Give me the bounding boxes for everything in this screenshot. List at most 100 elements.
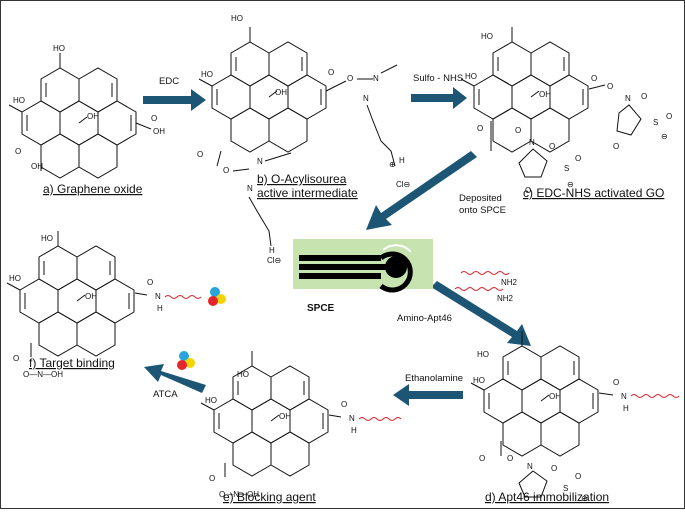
atom-label: N <box>155 292 161 301</box>
atom-label: O <box>479 454 485 463</box>
caption-target-binding: f) Target binding <box>29 356 115 370</box>
atom-label: Cl⊖ <box>267 256 281 265</box>
caption-o-acylisourea-line1: b) O-Acylisourea <box>257 172 347 186</box>
atom-label: O <box>551 464 557 473</box>
atom-label: O <box>666 112 672 121</box>
atom-label: Cl⊖ <box>396 180 410 189</box>
atom-label: ⊖ <box>581 494 588 503</box>
atom-label: O <box>641 92 647 101</box>
caption-blocking-agent: e) Blocking agent <box>223 490 316 504</box>
atom-label: O <box>151 114 157 123</box>
atom-label: N <box>257 157 263 166</box>
caption-edc-nhs-go: c) EDC-NHS activated GO <box>523 186 664 200</box>
atom-label: O <box>15 147 21 156</box>
atom-label: OH <box>153 127 165 136</box>
atom-label: HO <box>237 370 249 379</box>
reagent-deposited-line2: onto SPCE <box>459 205 506 216</box>
atom-label: HO <box>201 70 213 79</box>
molecule-edc-nhs-go: HO HO OH O O N O O S O ⊖ O O N O O S O ⊖… <box>460 26 672 200</box>
atom-label: OH <box>539 90 551 99</box>
atom-label: N <box>621 392 627 401</box>
atom-label: O <box>613 142 619 151</box>
atom-label: OH <box>31 162 43 171</box>
reagent-edc: EDC <box>159 76 179 87</box>
atom-label: ⊖ <box>661 132 668 141</box>
atom-label: O <box>209 474 215 483</box>
molecule-apt46-immobilized: HO HO OH O N H O O N O S O ⊖ d) Apt46 im… <box>470 330 680 504</box>
atom-label: ⊕ <box>389 160 396 169</box>
spce-label: SPCE <box>307 303 335 314</box>
arrow-edc: EDC <box>143 76 206 111</box>
atom-label: O <box>607 82 613 91</box>
reagent-ethanolamine: Ethanolamine <box>405 373 463 384</box>
caption-o-acylisourea-line2: active intermediate <box>257 186 358 200</box>
atom-label: S <box>653 118 658 127</box>
atom-label: O <box>613 378 619 387</box>
nh2-label: NH2 <box>501 278 518 287</box>
atom-label: HO <box>9 274 21 283</box>
atom-label: H <box>399 156 405 165</box>
atom-label: HO <box>13 96 25 105</box>
atom-label: N <box>363 94 369 103</box>
atom-label: OH <box>85 292 97 301</box>
atom-label: H <box>351 426 357 435</box>
atom-label: O—N—OH <box>23 370 63 379</box>
reagent-sulfo-nhs: Sulfo - NHS <box>413 73 463 84</box>
arrow-ethanolamine: Ethanolamine <box>393 373 463 406</box>
molecule-o-acylisourea: HO HO OH O O N N ⊕ H Cl⊖ O O N N H Cl⊖ b… <box>197 14 410 265</box>
atom-label: O <box>341 400 347 409</box>
atom-label: HO <box>465 72 477 81</box>
molecule-graphene-oxide: HO HO OH O OH O OH a) Graphene oxide <box>8 44 165 196</box>
atom-label: ⊖ <box>567 180 574 189</box>
molecule-blocking-agent: HO HO OH O N H O O—N—OH e) Blocking agen… <box>200 350 402 504</box>
atom-label: O <box>515 126 521 135</box>
atom-label: HO <box>231 14 243 23</box>
spce-electrode: SPCE <box>293 239 433 314</box>
atom-label: OH <box>87 112 99 121</box>
atom-label: H <box>157 304 163 313</box>
atom-label: OH <box>275 88 287 97</box>
arrow-amino-apt46: Amino-Apt46 <box>397 281 531 346</box>
atom-label: O <box>13 354 19 363</box>
atom-label: O <box>575 154 581 163</box>
atom-label: N <box>625 94 631 103</box>
atom-label: N <box>247 184 253 193</box>
atom-label: N <box>527 462 533 471</box>
atom-label: H <box>623 404 629 413</box>
atom-label: OH <box>279 412 291 421</box>
atom-label: S <box>564 164 569 173</box>
atom-label: HO <box>481 32 493 41</box>
reagent-atca: ATCA <box>153 389 178 400</box>
caption-apt46-immobilization: d) Apt46 immobilization <box>485 490 609 504</box>
atom-label: HO <box>41 234 53 243</box>
atom-label: HO <box>53 44 65 53</box>
atom-label: HO <box>473 376 485 385</box>
atom-label: O <box>328 68 334 77</box>
atom-label: O <box>477 124 483 133</box>
arrow-atca: ATCA <box>144 351 206 400</box>
atom-label: S <box>563 484 568 493</box>
atom-label: O <box>549 142 555 151</box>
molecule-target-binding: HO HO OH O N H O O—N—OH f) Target bindin… <box>6 230 226 379</box>
arrow-deposited: Deposited onto SPCE <box>366 151 506 230</box>
reagent-deposited-line1: Deposited <box>459 193 502 204</box>
atom-label: O <box>147 278 153 287</box>
reagent-amino-apt46: Amino-Apt46 <box>397 313 452 324</box>
caption-graphene-oxide: a) Graphene oxide <box>43 182 143 196</box>
atom-label: O <box>223 166 229 175</box>
atom-label: N <box>373 74 379 83</box>
amino-aptamer-strands: NH2 NH2 <box>454 271 518 303</box>
atom-label: N <box>349 414 355 423</box>
atom-label: O—N—OH <box>219 490 259 499</box>
atom-label: HO <box>205 396 217 405</box>
atom-label: O <box>507 454 513 463</box>
arrow-sulfo-nhs: Sulfo - NHS <box>411 73 467 109</box>
atom-label: HO <box>477 350 489 359</box>
atom-label: O <box>591 74 597 83</box>
atom-label: N <box>529 138 535 147</box>
atom-label: O <box>525 186 531 195</box>
nh2-label: NH2 <box>497 294 514 303</box>
atom-label: O <box>197 150 203 159</box>
